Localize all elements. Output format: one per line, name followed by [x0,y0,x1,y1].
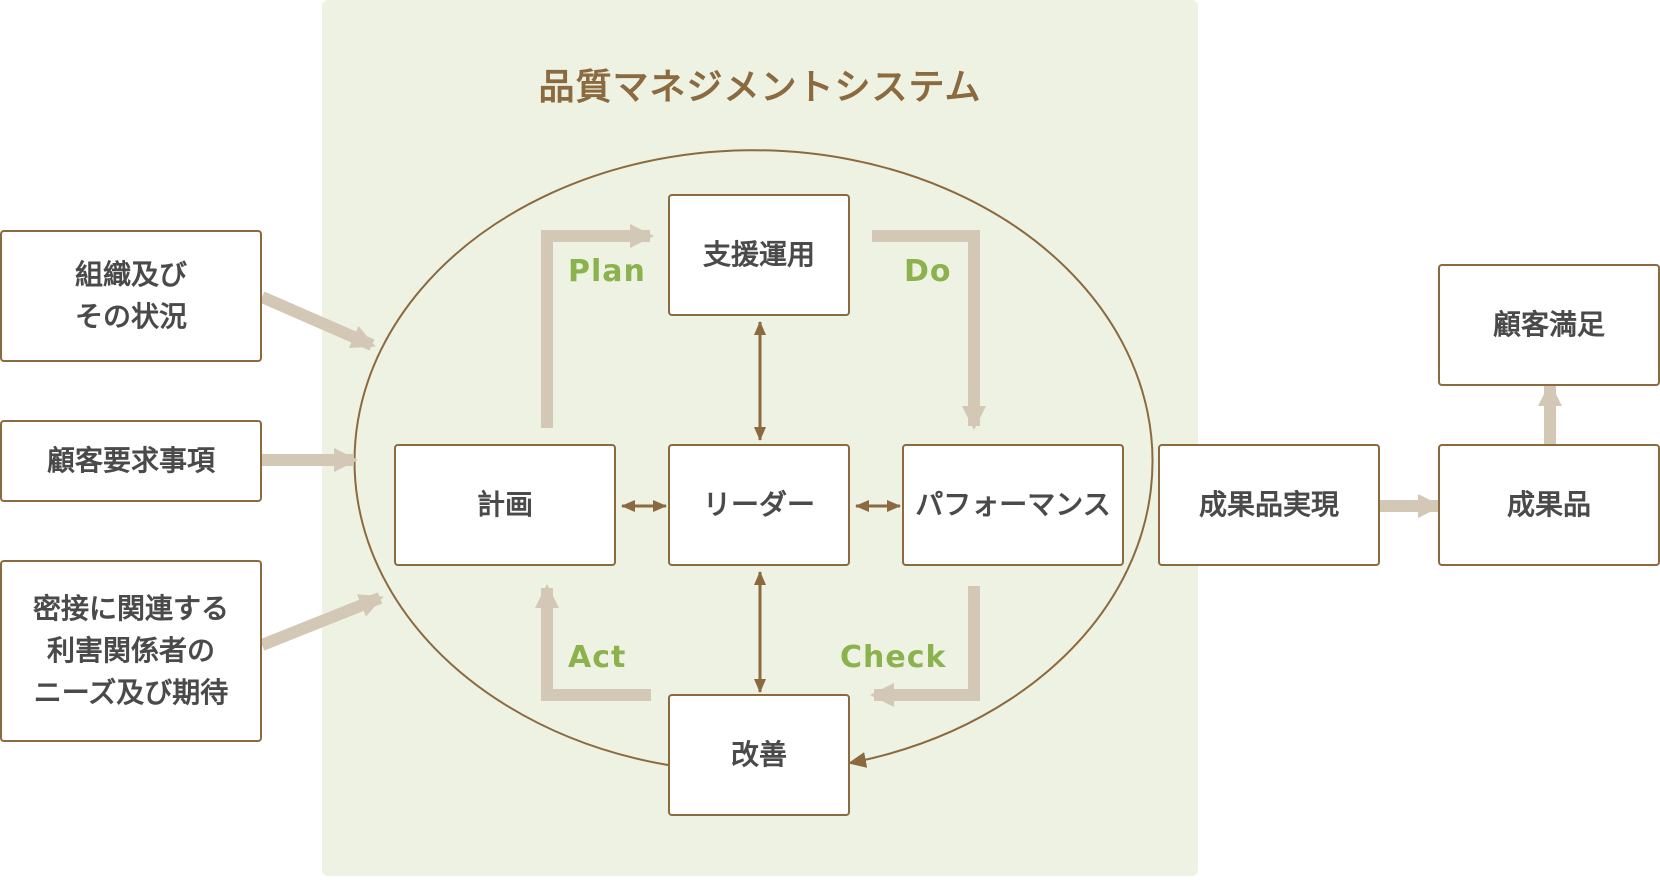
customer-satisfaction-box: 顧客満足 [1438,264,1660,386]
support-operation-label: 支援運用 [702,238,815,271]
realization-label: 成果品実現 [1198,488,1339,521]
improvement-label: 改善 [730,738,787,771]
product-label: 成果品 [1506,488,1591,521]
leader-box: リーダー [668,444,850,566]
stakeholders-label: 密接に関連する 利害関係者の ニーズ及び期待 [32,592,229,709]
do-arrow [872,230,986,430]
act-arrow [535,584,651,701]
context-box: 組織及び その状況 [0,230,262,362]
realization-box: 成果品実現 [1158,444,1380,566]
cycle-ellipse [353,149,1154,768]
customer-requirements-box: 顧客要求事項 [0,420,262,502]
context-label: 組織及び その状況 [74,258,187,333]
plan-box-label: 計画 [476,488,533,521]
stakeholders-box: 密接に関連する 利害関係者の ニーズ及び期待 [0,560,262,742]
do-label: Do [904,254,952,289]
check-label: Check [840,640,947,675]
performance-label: パフォーマンス [915,488,1111,521]
support-operation-box: 支援運用 [668,194,850,316]
stakeholder-input-arrow [259,592,384,651]
plan-box: 計画 [394,444,616,566]
plan-arrow [541,224,654,428]
product-box: 成果品 [1438,444,1660,566]
diagram-title: 品質マネジメントシステム [538,66,982,108]
performance-box: パフォーマンス [902,444,1124,566]
customer-requirements-label: 顧客要求事項 [46,444,215,477]
act-label: Act [568,640,627,675]
leader-label: リーダー [702,488,815,521]
customer-satisfaction-label: 顧客満足 [1492,308,1605,341]
improvement-box: 改善 [668,694,850,816]
context-input-arrow [259,291,376,351]
plan-label: Plan [568,254,646,289]
check-arrow [870,586,980,707]
